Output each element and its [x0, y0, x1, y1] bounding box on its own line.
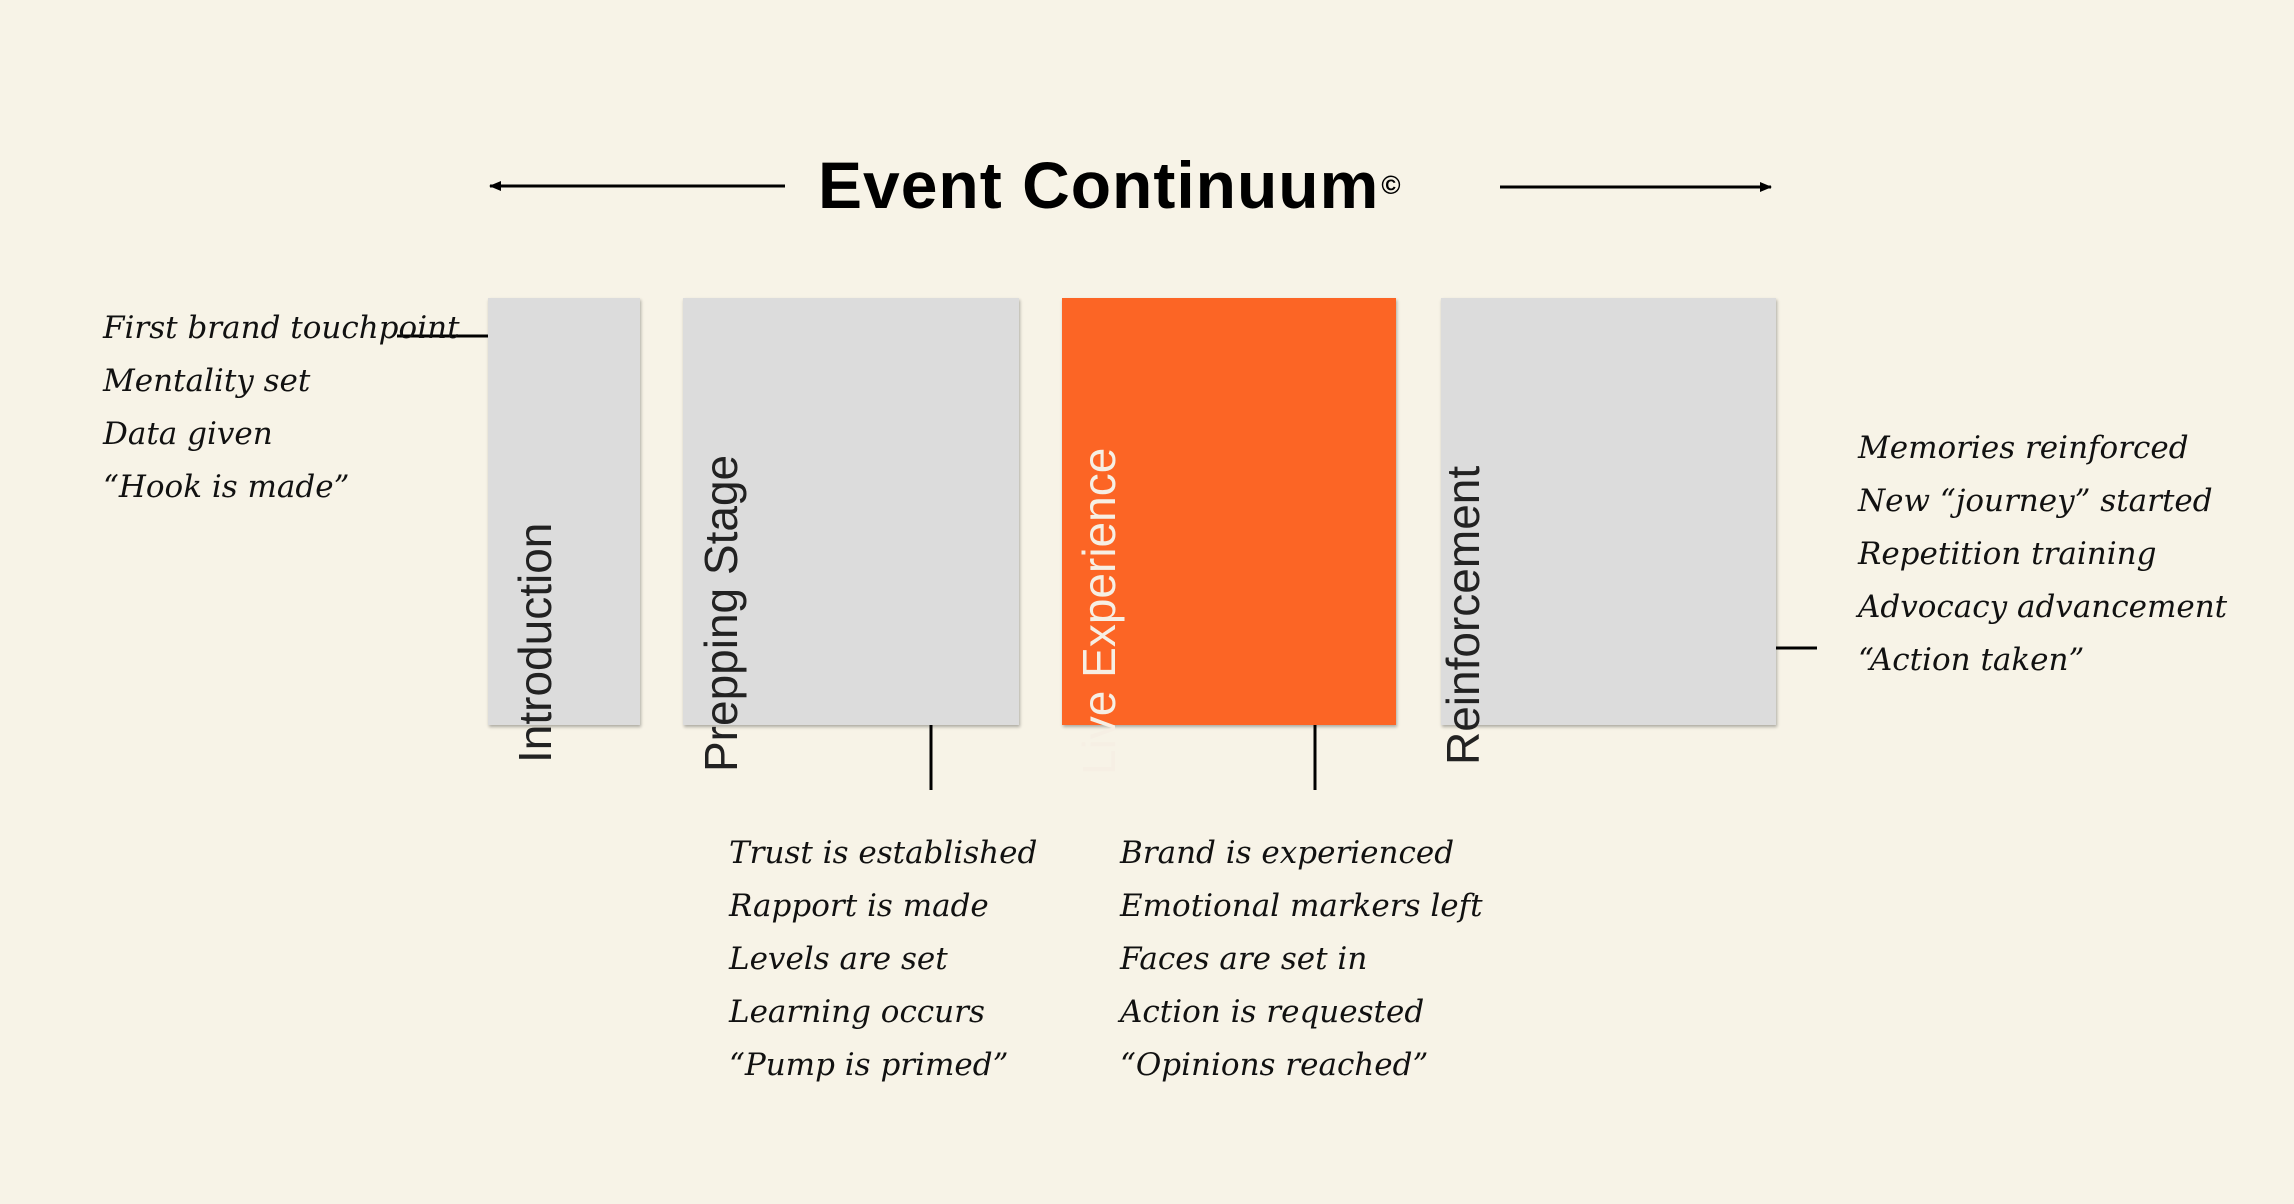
- note-item: Mentality set: [103, 363, 311, 399]
- note-item: New “journey” started: [1858, 483, 2213, 519]
- note-item: Emotional markers left: [1120, 888, 1483, 924]
- note-item: Repetition training: [1858, 536, 2157, 572]
- notes-prepping: Trust is established Rapport is made Lev…: [729, 827, 1037, 1092]
- note-item: Learning occurs: [729, 994, 985, 1030]
- note-item: Data given: [103, 416, 273, 452]
- note-item: “Hook is made”: [103, 469, 350, 505]
- stage-reinforcement: Reinforcement: [1437, 298, 1776, 765]
- notes-reinforcement: Memories reinforced New “journey” starte…: [1858, 422, 2227, 687]
- stage-live-experience: Live Experience: [1062, 298, 1396, 775]
- note-item: Advocacy advancement: [1858, 589, 2228, 625]
- note-item: “Action taken”: [1858, 642, 2085, 678]
- page-title: Event Continuum©: [818, 152, 1401, 218]
- stage-prepping: Prepping Stage: [683, 298, 1019, 772]
- note-item: First brand touchpoint: [103, 310, 460, 346]
- stage-introduction: Introduction: [488, 298, 640, 763]
- note-item: “Opinions reached”: [1120, 1047, 1429, 1083]
- note-item: Brand is experienced: [1120, 835, 1455, 871]
- note-item: Memories reinforced: [1858, 430, 2189, 466]
- stage-label-introduction: Introduction: [509, 522, 561, 763]
- note-item: Action is requested: [1120, 994, 1425, 1030]
- copyright-mark: ©: [1381, 170, 1402, 200]
- title-area: Event Continuum©: [0, 142, 2294, 238]
- stage-label-reinforcement: Reinforcement: [1437, 465, 1489, 765]
- title-text: Event Continuum: [818, 148, 1380, 222]
- notes-introduction: First brand touchpoint Mentality set Dat…: [103, 302, 460, 514]
- note-item: Faces are set in: [1120, 941, 1368, 977]
- stage-label-prepping: Prepping Stage: [695, 454, 747, 772]
- note-item: Trust is established: [729, 835, 1038, 871]
- note-item: Rapport is made: [729, 888, 989, 924]
- note-item: Levels are set: [729, 941, 948, 977]
- note-item: “Pump is primed”: [729, 1047, 1009, 1083]
- notes-live-experience: Brand is experienced Emotional markers l…: [1120, 827, 1483, 1092]
- stage-label-live-experience: Live Experience: [1073, 447, 1125, 775]
